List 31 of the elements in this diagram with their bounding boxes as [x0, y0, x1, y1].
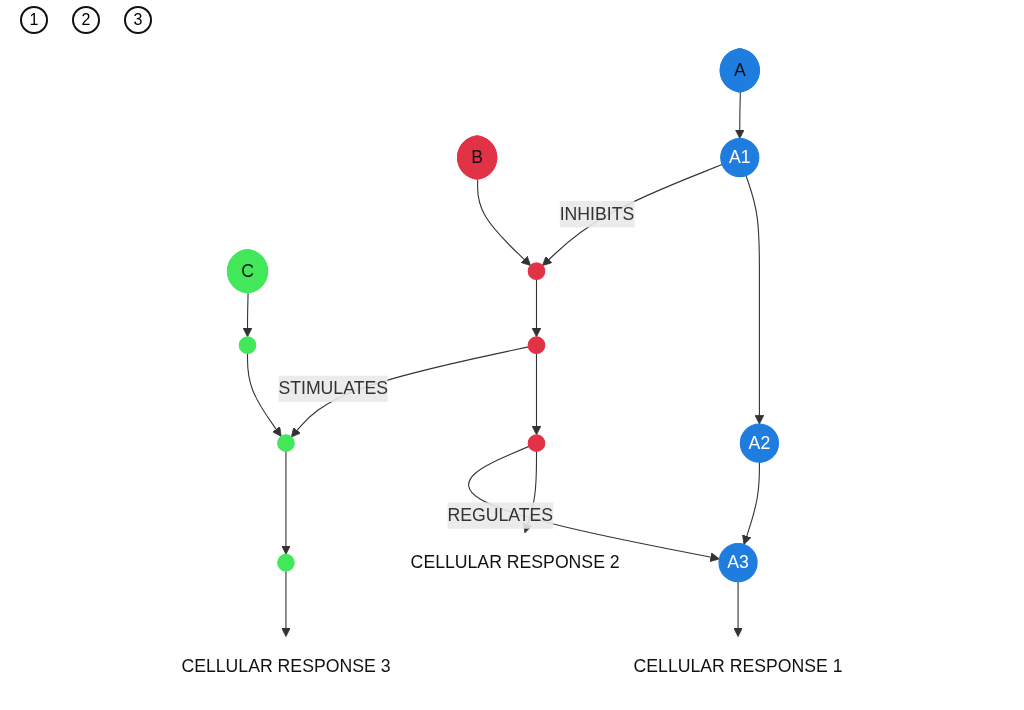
node-circle: A1 [720, 137, 760, 178]
node-circle [238, 336, 257, 354]
arrow [531, 352, 542, 436]
circled-number: 1 [20, 6, 48, 34]
arrow [281, 450, 291, 555]
arrow [242, 292, 253, 338]
node-circle [527, 262, 546, 281]
arrow [542, 164, 723, 266]
arrow [733, 581, 743, 637]
node-circle: A3 [718, 543, 758, 583]
arrow [281, 570, 291, 637]
node-text: CELLULAR RESPONSE 1 [633, 656, 843, 676]
node-text: CELLULAR RESPONSE 2 [410, 552, 620, 572]
edge-label: REGULATES [447, 505, 554, 525]
arrow [531, 278, 542, 338]
arrow [734, 91, 745, 139]
circled-number: 2 [72, 6, 100, 34]
arrow [246, 352, 282, 437]
node-circle [527, 336, 546, 354]
circled-number: 3 [124, 6, 152, 34]
arrow [468, 445, 720, 562]
node-circle [277, 434, 295, 452]
arrow [745, 175, 765, 425]
arrow [477, 179, 531, 266]
node-text: CELLULAR RESPONSE 3 [181, 656, 391, 676]
node-circle [277, 553, 295, 572]
edge-label: INHIBITS [559, 204, 635, 224]
arrow [742, 461, 760, 545]
node-circle [527, 434, 546, 452]
edge-label: STIMULATES [278, 378, 388, 398]
node-circle: A2 [739, 423, 780, 463]
